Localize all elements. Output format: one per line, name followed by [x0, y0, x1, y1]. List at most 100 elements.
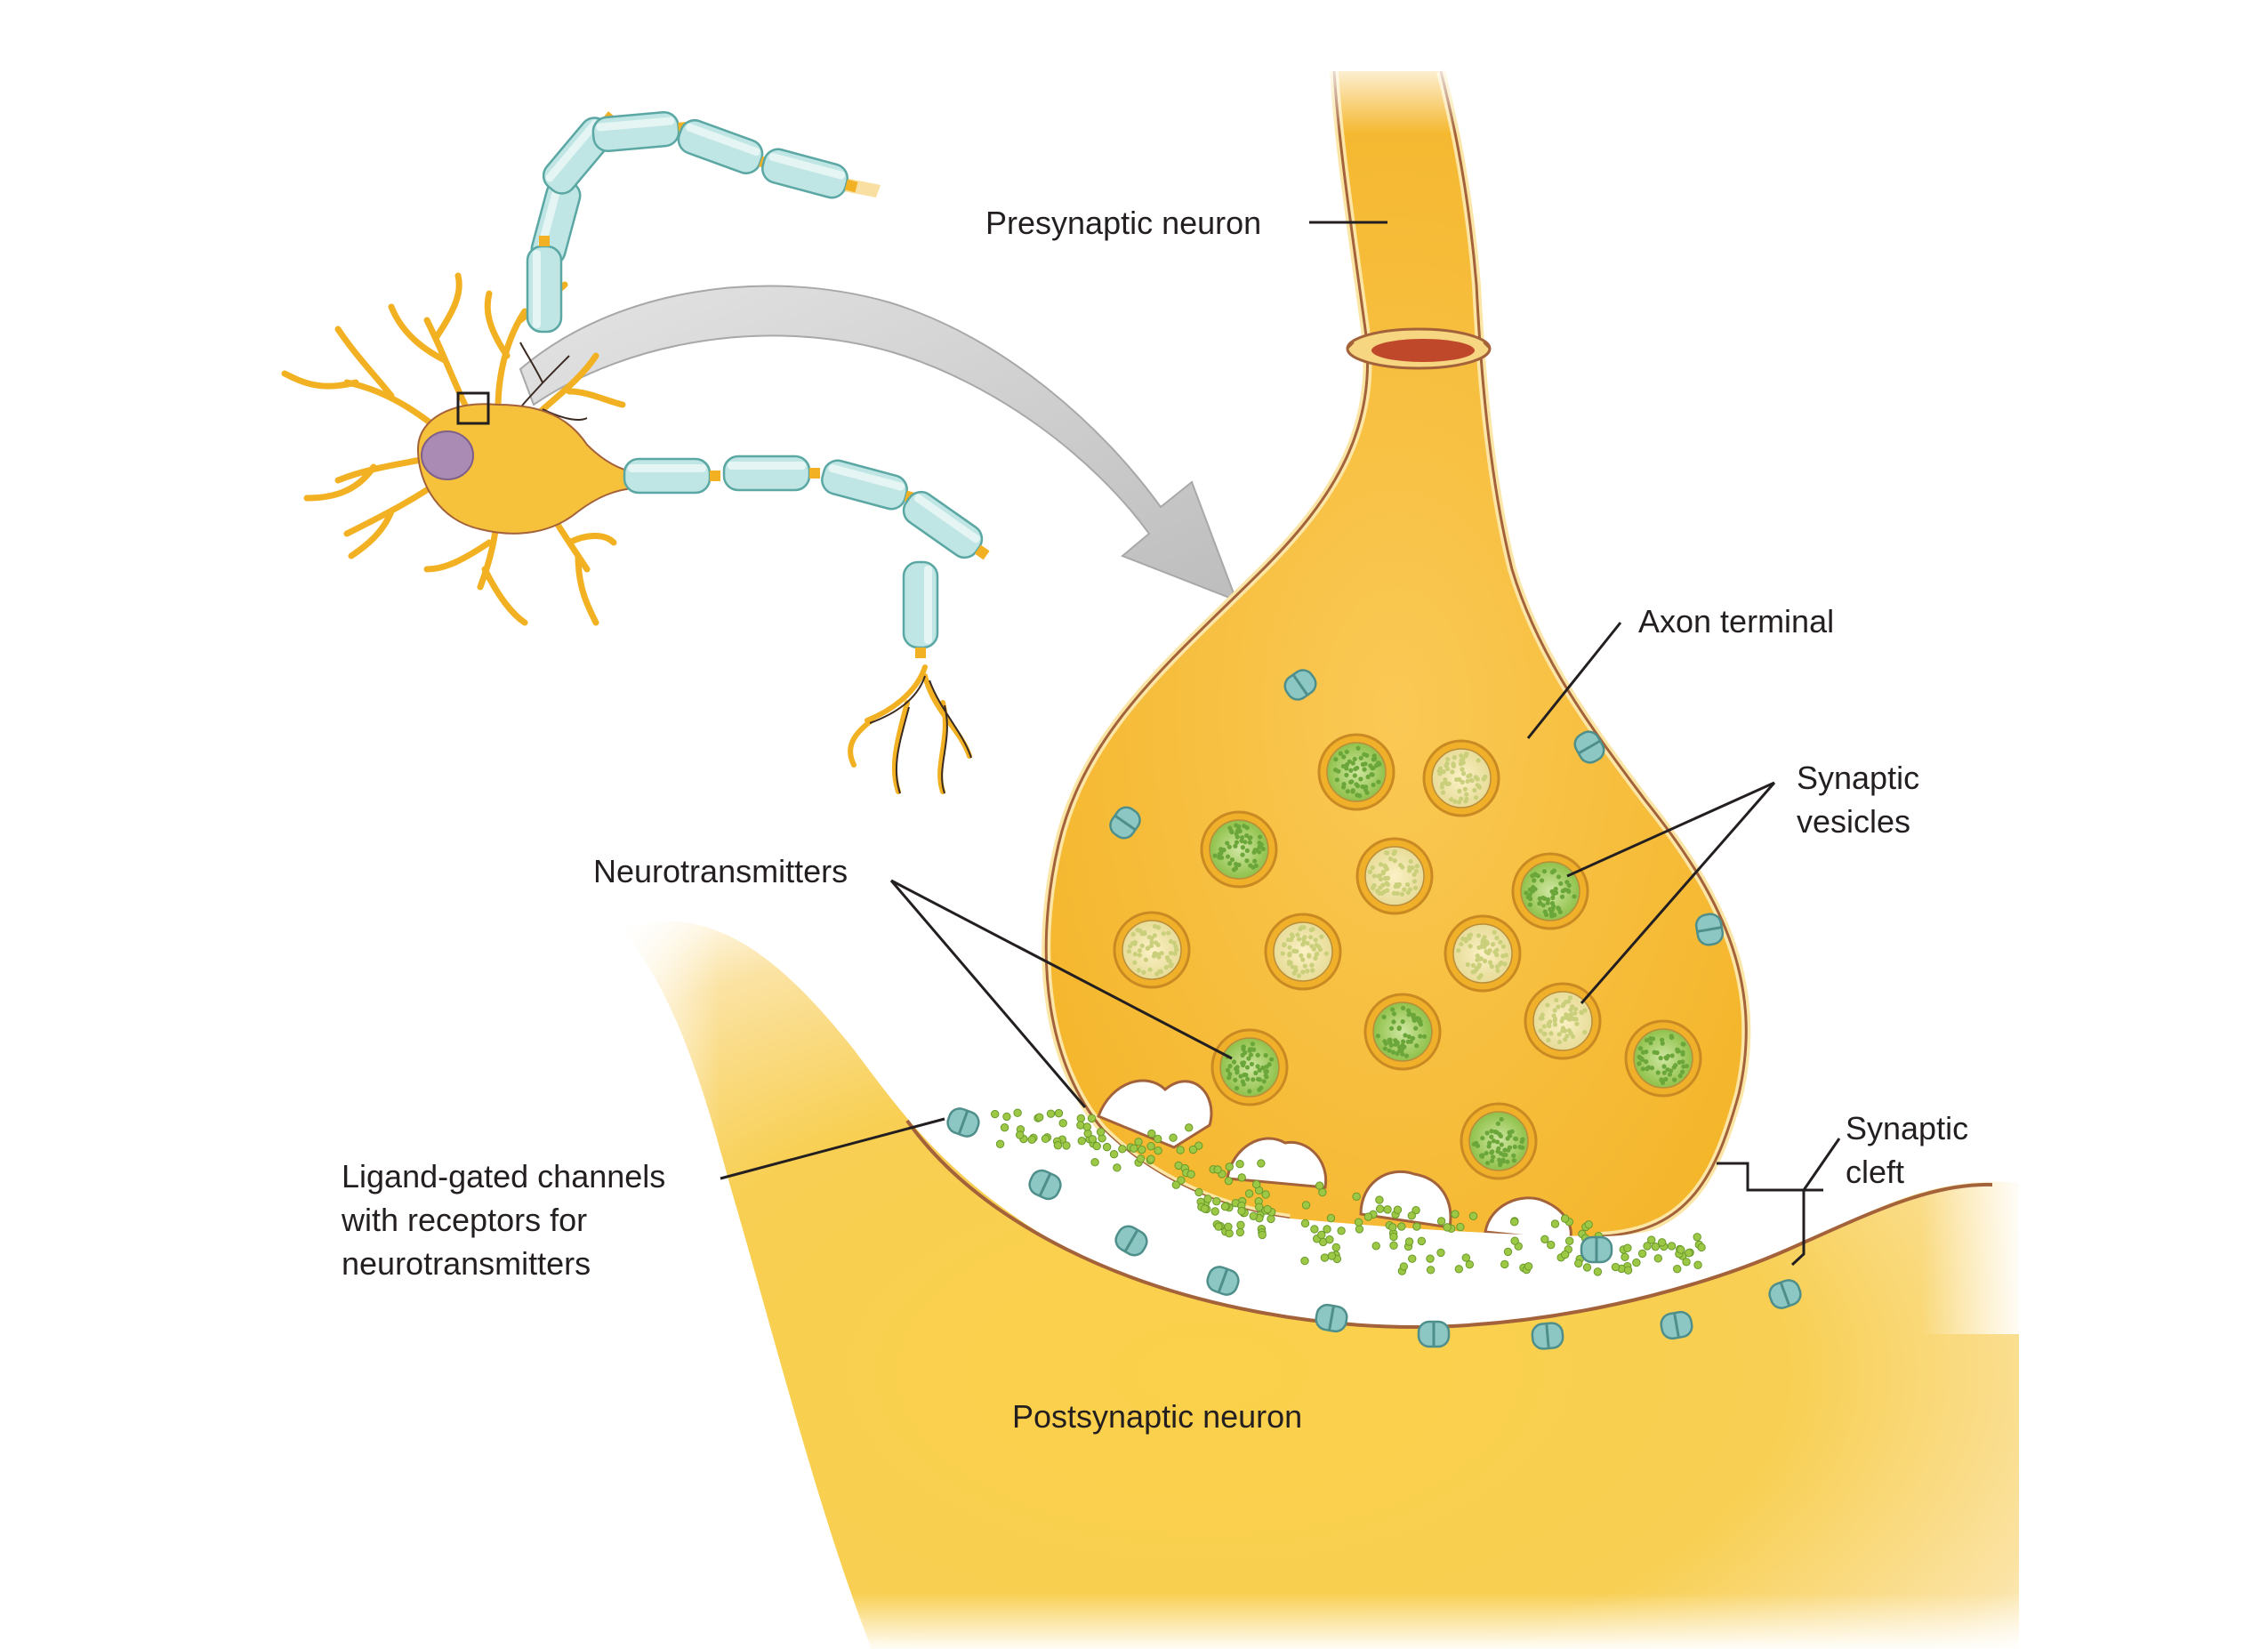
- label-ligand-line2: with receptors for: [342, 1202, 588, 1238]
- neurotransmitter-dot: [1454, 1265, 1464, 1274]
- neurotransmitter-dot: [1697, 1243, 1706, 1252]
- neurotransmitter-dot: [1564, 1236, 1574, 1245]
- neurotransmitter-dot: [1352, 1192, 1361, 1202]
- vesicle: [1113, 911, 1191, 989]
- label-ligand-line1: Ligand-gated channels: [342, 1158, 666, 1195]
- neurotransmitter-dot: [1397, 1222, 1406, 1231]
- ion-channel: [1206, 1266, 1240, 1296]
- neurotransmitter-dot: [1118, 1145, 1127, 1154]
- neurotransmitter-dot: [1176, 1146, 1185, 1154]
- neurotransmitter-dot: [1002, 1112, 1011, 1122]
- neurotransmitter-dot: [1317, 1230, 1326, 1240]
- ion-channel: [1315, 1303, 1348, 1333]
- neurotransmitter-dot: [1249, 1211, 1258, 1221]
- neurotransmitter-dot: [1203, 1195, 1212, 1203]
- neurotransmitter-dot: [1436, 1248, 1445, 1258]
- neurotransmitter-dot: [1000, 1122, 1009, 1132]
- neurotransmitter-dot: [1371, 1242, 1380, 1251]
- neurotransmitter-dot: [1693, 1233, 1701, 1242]
- neurotransmitter-dot: [1082, 1122, 1091, 1131]
- neurotransmitter-dot: [1257, 1159, 1266, 1168]
- neurotransmitter-dot: [1136, 1154, 1146, 1163]
- neurotransmitter-dot: [1261, 1190, 1270, 1199]
- neurotransmitter-dot: [1436, 1217, 1446, 1226]
- label-synaptic-cleft: Synaptic cleft: [1846, 1106, 1968, 1194]
- neurotransmitter-dot: [1574, 1259, 1583, 1268]
- neurotransmitter-dot: [1154, 1146, 1162, 1155]
- neurotransmitter-dot: [1146, 1154, 1155, 1163]
- neurotransmitter-dot: [1456, 1222, 1465, 1232]
- neurotransmitter-dot: [1220, 1202, 1230, 1211]
- ion-channel: [1580, 1235, 1613, 1264]
- ion-channel: [1694, 913, 1725, 946]
- exocytosis-pockets: [1097, 1079, 1572, 1243]
- neurotransmitter-dot: [1326, 1213, 1336, 1223]
- neurotransmitter-dot: [1653, 1254, 1663, 1263]
- neurotransmitter-dot: [1213, 1165, 1222, 1174]
- neurotransmitter-dot: [1194, 1141, 1203, 1150]
- neurotransmitter-dot: [1375, 1195, 1384, 1204]
- neurotransmitter-dot: [1355, 1225, 1364, 1234]
- myelin-segment: [761, 148, 858, 199]
- neurotransmitter-dot: [1547, 1240, 1556, 1250]
- neurotransmitter-dot: [1224, 1222, 1233, 1232]
- neurotransmitter-dot: [1677, 1245, 1685, 1254]
- neurotransmitter-dot: [1027, 1135, 1036, 1144]
- neurotransmitter-dot: [1417, 1236, 1427, 1246]
- ion-channel: [1109, 806, 1141, 840]
- neurotransmitter-dot: [1623, 1243, 1632, 1252]
- neurotransmitter-dot: [1375, 1204, 1385, 1213]
- neurotransmitter-dot: [1503, 1247, 1513, 1257]
- neurotransmitter-dot: [1318, 1187, 1327, 1197]
- neurotransmitter-dot: [1647, 1235, 1656, 1244]
- vesicle: [1200, 810, 1278, 889]
- neurotransmitter-dot: [1682, 1258, 1691, 1267]
- label-presynaptic-neuron: Presynaptic neuron: [985, 205, 1262, 241]
- neurotransmitter-dot: [1426, 1254, 1435, 1263]
- neurotransmitter-dot: [1134, 1138, 1143, 1146]
- neurotransmitter-dot: [1210, 1207, 1219, 1216]
- neurotransmitter-dot: [1404, 1237, 1414, 1246]
- neurotransmitter-dot: [1087, 1114, 1097, 1123]
- neurotransmitter-dot: [1235, 1160, 1244, 1169]
- label-ligand-line3: neurotransmitters: [342, 1245, 591, 1282]
- neurotransmitter-dot: [1540, 1235, 1549, 1243]
- neurotransmitter-dot: [1235, 1227, 1245, 1237]
- neurotransmitter-dot: [1651, 1242, 1661, 1251]
- neurotransmitter-dot: [1673, 1264, 1682, 1274]
- vesicle: [1460, 1102, 1538, 1180]
- leader-neurotransmitters-1: [890, 879, 1233, 1060]
- neurotransmitter-dot: [1524, 1262, 1533, 1271]
- neurotransmitter-dot: [1407, 1211, 1416, 1220]
- postsynaptic-neuron: [614, 889, 2028, 1649]
- vesicle: [1355, 837, 1434, 915]
- neurotransmitter-dot: [1046, 1109, 1056, 1118]
- neurotransmitter-dot: [1301, 1201, 1311, 1210]
- neurotransmitter-dot: [1041, 1134, 1050, 1144]
- ion-channel: [1660, 1310, 1693, 1340]
- neurotransmitter-dot: [1254, 1203, 1264, 1211]
- leader-vesicles-1: [1566, 781, 1775, 878]
- neurotransmitter-dot: [1200, 1204, 1210, 1213]
- neurotransmitter-dot: [1389, 1241, 1398, 1251]
- neurotransmitter-dot: [1550, 1219, 1560, 1228]
- neurotransmitter-dot: [1113, 1163, 1122, 1172]
- ion-channel: [1531, 1322, 1564, 1350]
- neurotransmitter-dot: [1560, 1250, 1570, 1259]
- neurotransmitter-dot: [1013, 1108, 1022, 1117]
- ion-channel: [1283, 669, 1317, 701]
- neurotransmitter-dot: [1621, 1252, 1629, 1262]
- ion-channel: [946, 1107, 980, 1138]
- label-synaptic-vesicles-line2: vesicles: [1797, 803, 1911, 840]
- synaptic-cleft: [961, 1107, 1734, 1291]
- neurotransmitter-dot: [1657, 1238, 1667, 1247]
- neurotransmitter-dot: [1096, 1127, 1106, 1137]
- ligand-gated-channels: [946, 669, 1802, 1350]
- myelin-sheath: [526, 110, 990, 658]
- neurotransmitter-dot: [1300, 1256, 1309, 1266]
- myelin-segment: [526, 236, 563, 334]
- neurotransmitter-dot: [1147, 1129, 1156, 1138]
- neurotransmitter-dot: [1443, 1223, 1452, 1232]
- label-postsynaptic-neuron: Postsynaptic neuron: [1012, 1398, 1303, 1435]
- neurotransmitter-dot: [1337, 1227, 1346, 1235]
